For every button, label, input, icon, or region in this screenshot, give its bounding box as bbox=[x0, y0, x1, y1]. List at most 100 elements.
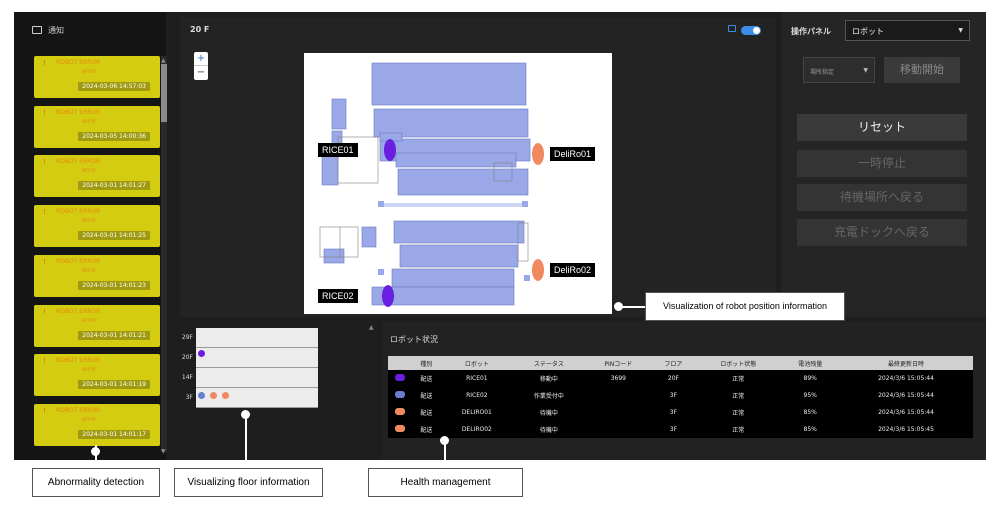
cell-floor: 3F bbox=[651, 421, 696, 438]
robot-icon bbox=[394, 374, 405, 381]
cell-battery: 85% bbox=[781, 404, 840, 421]
pause-button[interactable]: 一時停止 bbox=[797, 150, 967, 177]
chat-icon bbox=[32, 26, 42, 34]
display-toggle[interactable] bbox=[741, 26, 761, 35]
zoom-out-button[interactable]: − bbox=[196, 67, 206, 78]
callout-line bbox=[444, 438, 446, 469]
robot-icon bbox=[394, 408, 405, 415]
callout-position: Visualization of robot position informat… bbox=[645, 292, 845, 321]
robot-label: DeliRo01 bbox=[550, 147, 596, 161]
notification-timestamp: 2024-03-01 14:01:27 bbox=[78, 181, 150, 191]
return-standby-button[interactable]: 待機場所へ戻る bbox=[797, 184, 967, 211]
cell-battery: 89% bbox=[781, 370, 840, 387]
robot-label: RICE01 bbox=[318, 143, 358, 157]
alert-icon: ! bbox=[43, 307, 46, 316]
floor-robot-dot bbox=[198, 392, 205, 399]
robot-marker[interactable] bbox=[382, 285, 394, 307]
start-move-button[interactable]: 移動開始 bbox=[884, 57, 960, 83]
robot-marker[interactable] bbox=[532, 259, 544, 281]
cell-status: 待機中 bbox=[512, 404, 585, 421]
floor-plan bbox=[319, 62, 531, 306]
reset-button[interactable]: リセット bbox=[797, 114, 967, 141]
robot-select-value: ロボット bbox=[852, 27, 884, 36]
notification-scroll-thumb[interactable] bbox=[161, 64, 167, 122]
floor-robot-dot bbox=[222, 392, 229, 399]
robot-marker[interactable] bbox=[384, 139, 396, 161]
robot-label: DeliRo02 bbox=[550, 263, 596, 277]
location-select[interactable]: 場所指定 ▼ bbox=[803, 57, 875, 83]
cell-icon bbox=[388, 370, 412, 387]
floor-label: 29F bbox=[181, 334, 193, 341]
callout-dot bbox=[241, 410, 250, 419]
comment-icon[interactable] bbox=[728, 25, 736, 32]
zoom-control: + − bbox=[194, 52, 208, 80]
column-header: ロボット状態 bbox=[695, 356, 782, 370]
cell-pin bbox=[584, 404, 652, 421]
notification-card-sub: error bbox=[82, 266, 97, 274]
notification-card-title: ROBOT ERROR bbox=[56, 158, 101, 166]
cell-icon bbox=[388, 421, 412, 438]
cell-icon bbox=[388, 387, 412, 404]
cell-icon bbox=[388, 404, 412, 421]
alert-icon: ! bbox=[43, 406, 46, 415]
robot-label: RICE02 bbox=[318, 289, 358, 303]
notification-title: 通知 bbox=[48, 25, 64, 35]
notification-header: 通知 bbox=[14, 12, 166, 48]
robot-icon bbox=[394, 425, 405, 432]
cell-pin: 3699 bbox=[584, 370, 652, 387]
floor-row[interactable] bbox=[196, 368, 318, 388]
callout-line bbox=[95, 445, 97, 469]
robot-select[interactable]: ロボット ▼ bbox=[845, 20, 970, 41]
zoom-in-button[interactable]: + bbox=[194, 52, 208, 66]
cell-state: 正常 bbox=[695, 387, 782, 404]
robot-status-title: ロボット状況 bbox=[390, 335, 438, 344]
notification-card-sub: error bbox=[82, 68, 97, 75]
cell-type: 配送 bbox=[411, 404, 441, 421]
cell-floor: 20F bbox=[651, 370, 696, 387]
collapse-icon[interactable]: ▲ bbox=[369, 324, 374, 331]
alert-icon: ! bbox=[43, 257, 46, 266]
notification-timestamp: 2024-03-01 14:01:23 bbox=[78, 280, 150, 290]
caret-down-icon: ▼ bbox=[958, 27, 963, 34]
robot-marker[interactable] bbox=[532, 143, 544, 165]
callout-abnormality: Abnormality detection bbox=[32, 468, 160, 497]
cell-state: 正常 bbox=[695, 404, 782, 421]
callout-dot bbox=[614, 302, 623, 311]
notification-timestamp: 2024-03-05 14:00:36 bbox=[78, 131, 150, 141]
notification-scrollbar[interactable] bbox=[161, 56, 167, 452]
floor-row[interactable] bbox=[196, 348, 318, 368]
return-dock-button[interactable]: 充電ドックへ戻る bbox=[797, 219, 967, 246]
floor-label: 20F bbox=[181, 354, 193, 361]
scroll-down-icon[interactable]: ▼ bbox=[161, 448, 166, 455]
notification-card-sub: error bbox=[82, 316, 97, 324]
scroll-up-icon[interactable]: ▲ bbox=[161, 57, 166, 64]
alert-icon: ! bbox=[43, 357, 46, 366]
column-header: ロボット bbox=[440, 356, 513, 370]
column-header: 種別 bbox=[411, 356, 441, 370]
callout-floor-info: Visualizing floor information bbox=[174, 468, 323, 497]
callout-dot bbox=[440, 436, 449, 445]
cell-updated: 2024/3/6 15:05:45 bbox=[839, 421, 973, 438]
floor-robot-dot bbox=[198, 350, 205, 357]
callout-line bbox=[622, 306, 646, 308]
alert-icon: ! bbox=[43, 158, 46, 167]
cell-pin bbox=[584, 421, 652, 438]
floor-row[interactable] bbox=[196, 328, 318, 348]
cell-robot: DELIRO01 bbox=[440, 404, 513, 421]
